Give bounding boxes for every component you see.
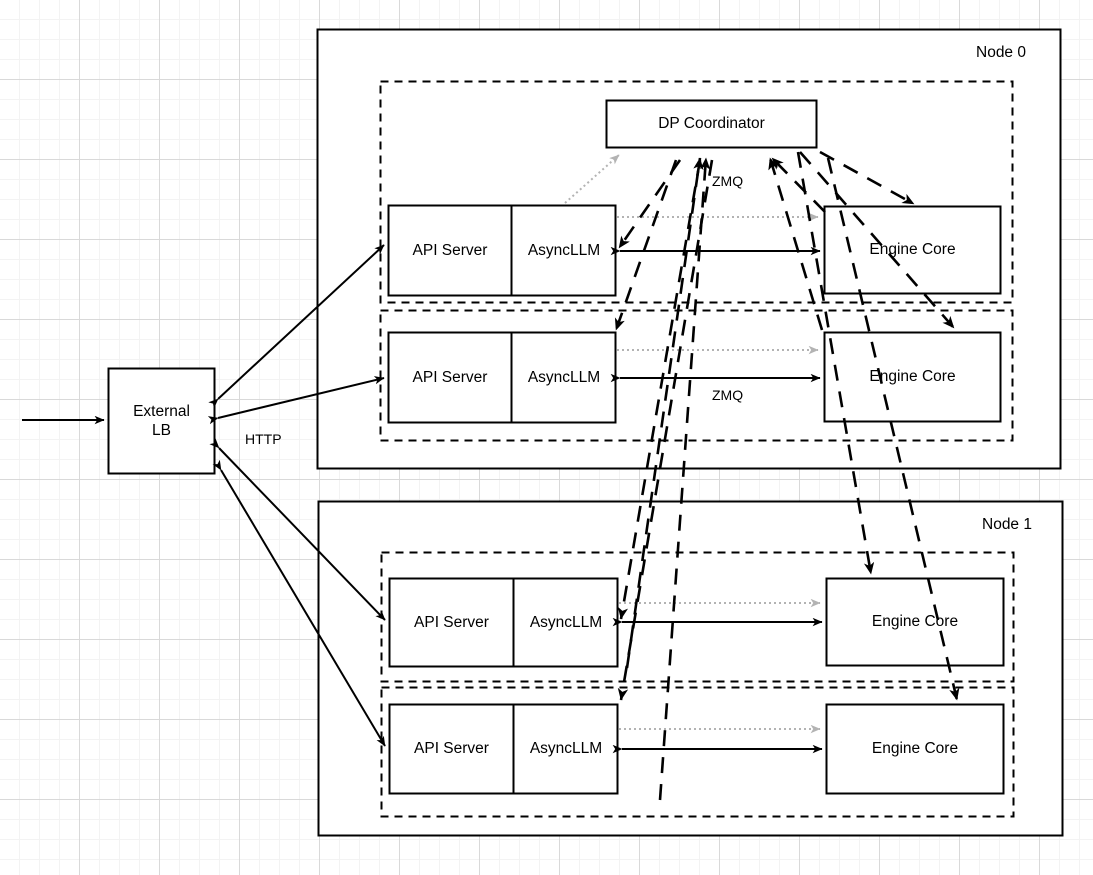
- node-0-group-1-engine-core-box[interactable]: [823, 331, 1002, 423]
- node-1-label: Node 1: [982, 516, 1032, 533]
- node-0-label: Node 0: [976, 44, 1026, 61]
- engine-core-2-to-coordinator-edge: [625, 157, 704, 669]
- coordinator-to-engine-core-0-edge: [819, 150, 915, 206]
- node-1-group-1-engine-core-box[interactable]: [825, 703, 1005, 795]
- coordinator-to-asyncllm-2-edge: [617, 159, 702, 620]
- zmq-top-edge-label: ZMQ: [712, 173, 744, 189]
- asyncllm-to-coordinator-dotted-edge: [564, 154, 620, 204]
- node-1-group-0-api-server-box[interactable]: [388, 577, 619, 668]
- coordinator-to-asyncllm-1-edge: [614, 159, 678, 331]
- external-lb-box[interactable]: [107, 367, 216, 475]
- node-1-group-0-engine-core-box[interactable]: [825, 577, 1005, 667]
- lb-to-api-server-3-edge: [212, 459, 386, 747]
- coordinator-to-asyncllm-3-edge: [617, 159, 714, 701]
- zmq-mid-edge-label: ZMQ: [712, 387, 744, 403]
- coordinator-to-engine-core-1-edge: [799, 151, 955, 329]
- coordinator-to-asyncllm-0-edge: [617, 159, 682, 249]
- coordinator-to-engine-core-2-edge: [796, 151, 875, 575]
- engine-core-1-to-coordinator-edge: [768, 157, 824, 331]
- node-1-group-1-container: [380, 686, 1015, 818]
- node-0-group-0-api-server-box[interactable]: [387, 204, 617, 297]
- http-edge-label: HTTP: [245, 431, 282, 447]
- node-1-group-1-api-server-box[interactable]: [388, 703, 619, 795]
- engine-core-0-to-coordinator-edge: [771, 157, 826, 213]
- coordinator-to-engine-core-3-edge: [826, 157, 960, 701]
- lb-to-api-server-1-edge: [207, 376, 385, 425]
- node-0-group-1-api-server-box[interactable]: [387, 331, 617, 424]
- lb-to-api-server-0-edge: [208, 244, 385, 409]
- dp-coordinator-box[interactable]: [605, 99, 818, 149]
